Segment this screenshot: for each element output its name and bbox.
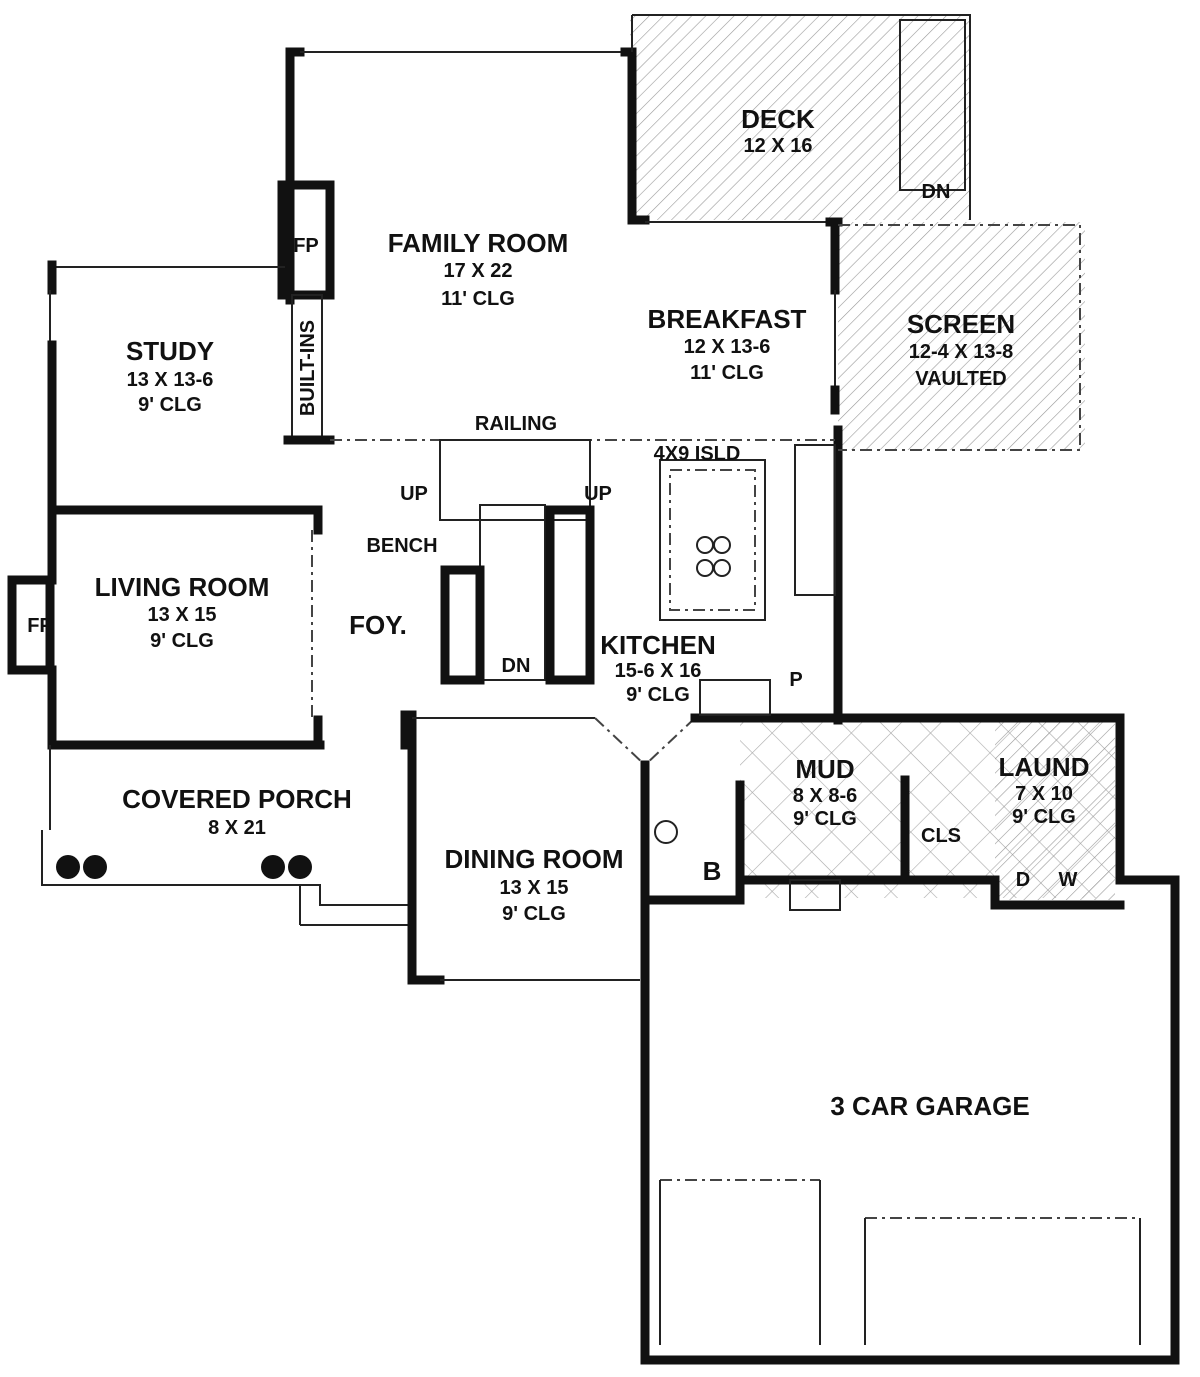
living-room-size: 13 X 15 [148, 604, 217, 626]
room-labels: DECK 12 X 16 DN FAMILY ROOM 17 X 22 11' … [27, 104, 1089, 1121]
laundry-label: LAUND [999, 752, 1090, 782]
screen-label: SCREEN [907, 309, 1015, 339]
staircase [439, 19, 966, 911]
mud-label: MUD [795, 754, 854, 784]
closet-label: CLS [921, 825, 961, 847]
screen-size: 12-4 X 13-8 [909, 341, 1014, 363]
deck-stair-dn: DN [922, 181, 951, 203]
porch-size: 8 X 21 [208, 817, 266, 839]
study-size: 13 X 13-6 [127, 369, 214, 391]
breakfast-size: 12 X 13-6 [684, 336, 771, 358]
dining-room-ceiling: 9' CLG [502, 903, 566, 925]
family-room-ceiling: 11' CLG [441, 288, 515, 310]
garage-label: 3 CAR GARAGE [830, 1091, 1029, 1121]
porch-columns [56, 855, 312, 879]
foyer-label: FOY. [349, 610, 407, 640]
porch-label: COVERED PORCH [122, 784, 352, 814]
pantry-label: P [789, 669, 802, 691]
stair-dn-label: DN [502, 655, 531, 677]
mud-ceiling: 9' CLG [793, 808, 857, 830]
kitchen-ceiling: 9' CLG [626, 684, 690, 706]
dining-room-label: DINING ROOM [444, 844, 623, 874]
deck-size: 12 X 16 [744, 135, 813, 157]
island-label: 4X9 ISLD [654, 443, 741, 465]
breakfast-label: BREAKFAST [648, 304, 807, 334]
washer-label: W [1059, 869, 1078, 891]
family-fireplace-label: FP [293, 235, 319, 257]
screen-ceiling: VAULTED [915, 368, 1006, 390]
living-room-ceiling: 9' CLG [150, 630, 214, 652]
railing-label: RAILING [475, 413, 557, 435]
toilet-icon [654, 820, 678, 844]
built-ins-label: BUILT-INS [297, 320, 319, 416]
dining-room-size: 13 X 15 [500, 877, 569, 899]
bath-label: B [703, 856, 722, 886]
walls [7, 14, 1180, 1365]
deck-label: DECK [741, 104, 815, 134]
family-room-size: 17 X 22 [444, 260, 513, 282]
family-room-label: FAMILY ROOM [388, 228, 569, 258]
bench-label: BENCH [366, 535, 437, 557]
deck-area [630, 15, 970, 220]
living-room-label: LIVING ROOM [95, 572, 270, 602]
stair-up-right: UP [584, 483, 612, 505]
breakfast-ceiling: 11' CLG [690, 362, 764, 384]
study-label: STUDY [126, 336, 214, 366]
dryer-label: D [1016, 869, 1030, 891]
kitchen-size: 15-6 X 16 [615, 660, 702, 682]
laundry-floor [995, 720, 1115, 900]
living-fireplace-label: FP [27, 615, 53, 637]
study-ceiling: 9' CLG [138, 394, 202, 416]
mud-size: 8 X 8-6 [793, 785, 857, 807]
laundry-ceiling: 9' CLG [1012, 806, 1076, 828]
kitchen-label: KITCHEN [600, 630, 716, 660]
laundry-size: 7 X 10 [1015, 783, 1073, 805]
screen-porch-area [838, 222, 1085, 450]
stair-up-left: UP [400, 483, 428, 505]
